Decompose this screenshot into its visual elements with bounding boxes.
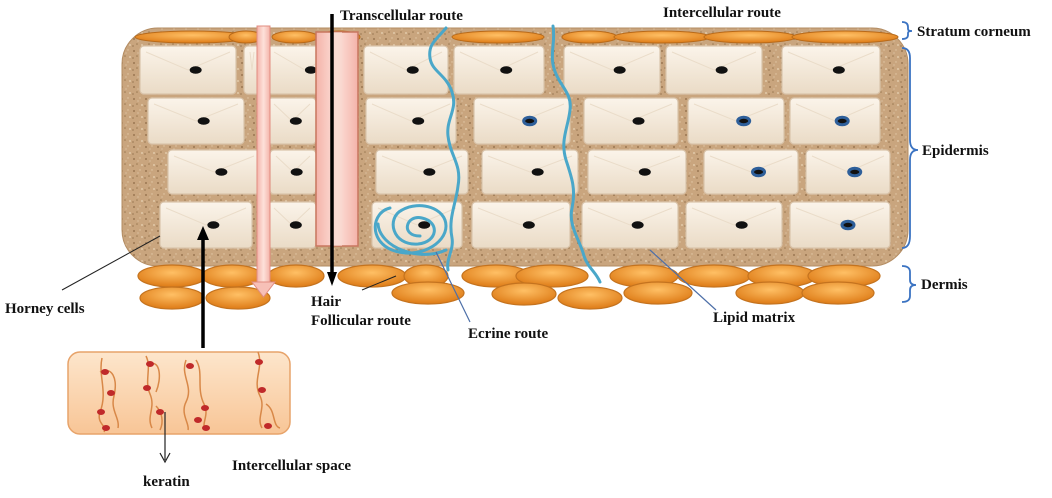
- ecrine-route-label: Ecrine route: [468, 326, 549, 342]
- corneum-cell: [451, 30, 545, 44]
- follicular-pointer: [361, 275, 397, 291]
- cell-facet: [709, 155, 793, 173]
- corneum-cell: [613, 30, 711, 44]
- nucleus: [304, 66, 317, 74]
- cell-facet: [381, 155, 463, 173]
- ecrine-route-path: [373, 24, 602, 284]
- nucleus: [289, 117, 302, 125]
- cell-facet: [593, 155, 681, 173]
- cell-facet: [569, 51, 655, 71]
- nucleus: [715, 66, 728, 74]
- transcellular-route-label: Transcellular route: [340, 8, 463, 24]
- hair-label: Hair: [311, 294, 341, 310]
- cell-facet: [377, 207, 457, 226]
- nucleus: [207, 221, 220, 229]
- nucleus: [412, 117, 425, 125]
- dermis-cell: [137, 264, 207, 288]
- nucleus: [613, 66, 626, 74]
- dermis-cell: [623, 281, 693, 305]
- cell-facet: [477, 207, 565, 226]
- dermis-cell: [205, 286, 271, 310]
- bracket-icon: [901, 21, 919, 303]
- follicular-arrow: [250, 25, 277, 298]
- nucleus: [638, 168, 651, 176]
- dermis-cell: [139, 286, 205, 310]
- nucleus: [522, 221, 535, 229]
- nucleus: [290, 168, 303, 176]
- dermis-cell: [391, 281, 465, 305]
- cell-facet: [153, 103, 239, 122]
- dermis-cell: [677, 264, 751, 288]
- cell-facet: [693, 103, 779, 122]
- stratum-corneum-label: Stratum corneum: [917, 24, 1031, 40]
- cell-facet: [165, 207, 247, 226]
- nucleus: [847, 166, 863, 178]
- lipid-matrix-label: Lipid matrix: [713, 310, 796, 326]
- corneum-cell: [561, 30, 618, 44]
- dermis-label: Dermis: [921, 277, 968, 293]
- corneum-cell: [271, 30, 319, 44]
- nucleus: [735, 221, 748, 229]
- nucleus: [632, 117, 645, 125]
- stratum-corneum-layer: [134, 30, 899, 44]
- dermis-cell: [515, 264, 589, 288]
- nucleus: [289, 221, 302, 229]
- keratin-label: keratin: [143, 474, 190, 490]
- nucleus: [500, 66, 513, 74]
- intercellular-space-label: Intercellular space: [232, 458, 352, 474]
- cell-facet: [795, 207, 885, 226]
- cell-facet: [371, 103, 451, 122]
- ecrine-pointer: [435, 251, 471, 323]
- horney-cells-label: Horney cells: [5, 301, 85, 317]
- nucleus: [215, 168, 228, 176]
- nucleus: [423, 168, 436, 176]
- nucleus: [406, 66, 419, 74]
- nucleus: [834, 115, 850, 127]
- corneum-cell: [791, 30, 899, 44]
- nucleus: [736, 115, 752, 127]
- dermis-cell: [735, 281, 805, 305]
- corneum-cell: [703, 30, 797, 44]
- lipid-matrix-pointer: [649, 249, 717, 311]
- nucleus: [832, 66, 845, 74]
- cell-facet: [589, 103, 673, 122]
- keratin-cell-box: [67, 351, 291, 435]
- cell-facet: [671, 51, 757, 71]
- nucleus: [418, 221, 431, 229]
- nucleus: [840, 219, 856, 231]
- dermis-cell: [267, 264, 325, 288]
- arrow-down-icon: [159, 412, 171, 464]
- hair-follicle: [315, 31, 359, 247]
- cell-facet: [249, 51, 255, 71]
- cell-facet: [487, 155, 573, 173]
- dermis-cell: [557, 286, 623, 310]
- nucleus: [189, 66, 202, 74]
- nucleus: [631, 221, 644, 229]
- cell-facet: [479, 103, 565, 122]
- cell-facet: [787, 51, 875, 71]
- cell-facet: [691, 207, 777, 226]
- horney-cells-pointer: [61, 235, 161, 291]
- transcellular-arrow: [327, 14, 337, 286]
- nucleus: [197, 117, 210, 125]
- cell-facet: [587, 207, 673, 226]
- cell-facet: [173, 155, 255, 173]
- horny-cells-grid: [139, 45, 891, 249]
- intercellular-route-label: Intercellular route: [663, 5, 781, 21]
- cell-facet: [459, 51, 539, 71]
- epidermis-label: Epidermis: [922, 143, 989, 159]
- arrow-up-icon: [197, 226, 209, 348]
- dermis-cell: [801, 281, 875, 305]
- follicular-route-label: Follicular route: [311, 313, 411, 329]
- dermis-cells: [137, 264, 881, 310]
- nucleus: [531, 168, 544, 176]
- nucleus: [522, 115, 538, 127]
- cell-facet: [145, 51, 231, 71]
- nucleus: [751, 166, 767, 178]
- dermis-cell: [491, 282, 557, 306]
